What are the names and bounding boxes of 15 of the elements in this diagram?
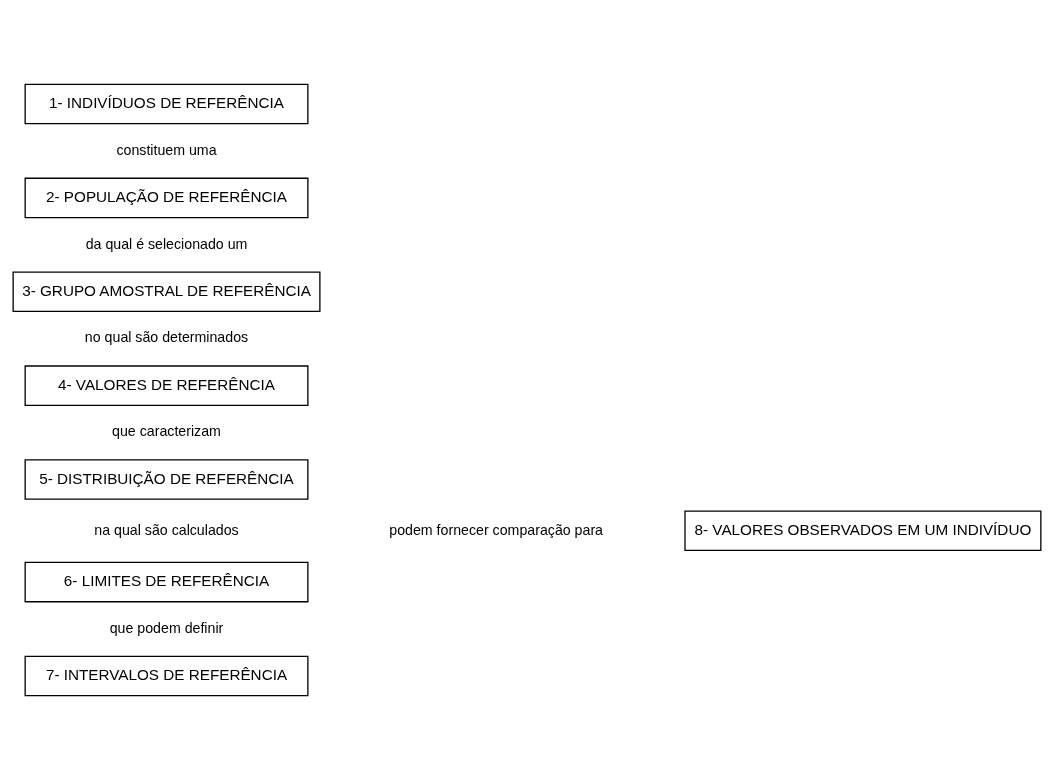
label: no qual são determinados [84, 329, 249, 346]
label: que caracterizam [112, 423, 221, 440]
node-box: 5- DISTRIBUIÇÃO DE REFERÊNCIA [24, 459, 309, 500]
label: na qual são calculados [94, 521, 239, 538]
label: que podem definir [109, 619, 224, 636]
node-box: 2- POPULAÇÃO DE REFERÊNCIA [24, 177, 309, 219]
label: constituem uma [116, 141, 217, 158]
node-box: 8- VALORES OBSERVADOS EM UM INDIVÍDUO [684, 510, 1042, 552]
label: da qual é selecionado um [85, 235, 248, 252]
node-box: 1- INDIVÍDUOS DE REFERÊNCIA [24, 83, 309, 125]
node-box: 4- VALORES DE REFERÊNCIA [24, 365, 309, 406]
node-box: 6- LIMITES DE REFERÊNCIA [24, 561, 309, 603]
node-box: 7- INTERVALOS DE REFERÊNCIA [24, 655, 309, 697]
node-box: 3- GRUPO AMOSTRAL DE REFERÊNCIA [12, 271, 321, 313]
label: podem fornecer comparação para [389, 521, 604, 538]
